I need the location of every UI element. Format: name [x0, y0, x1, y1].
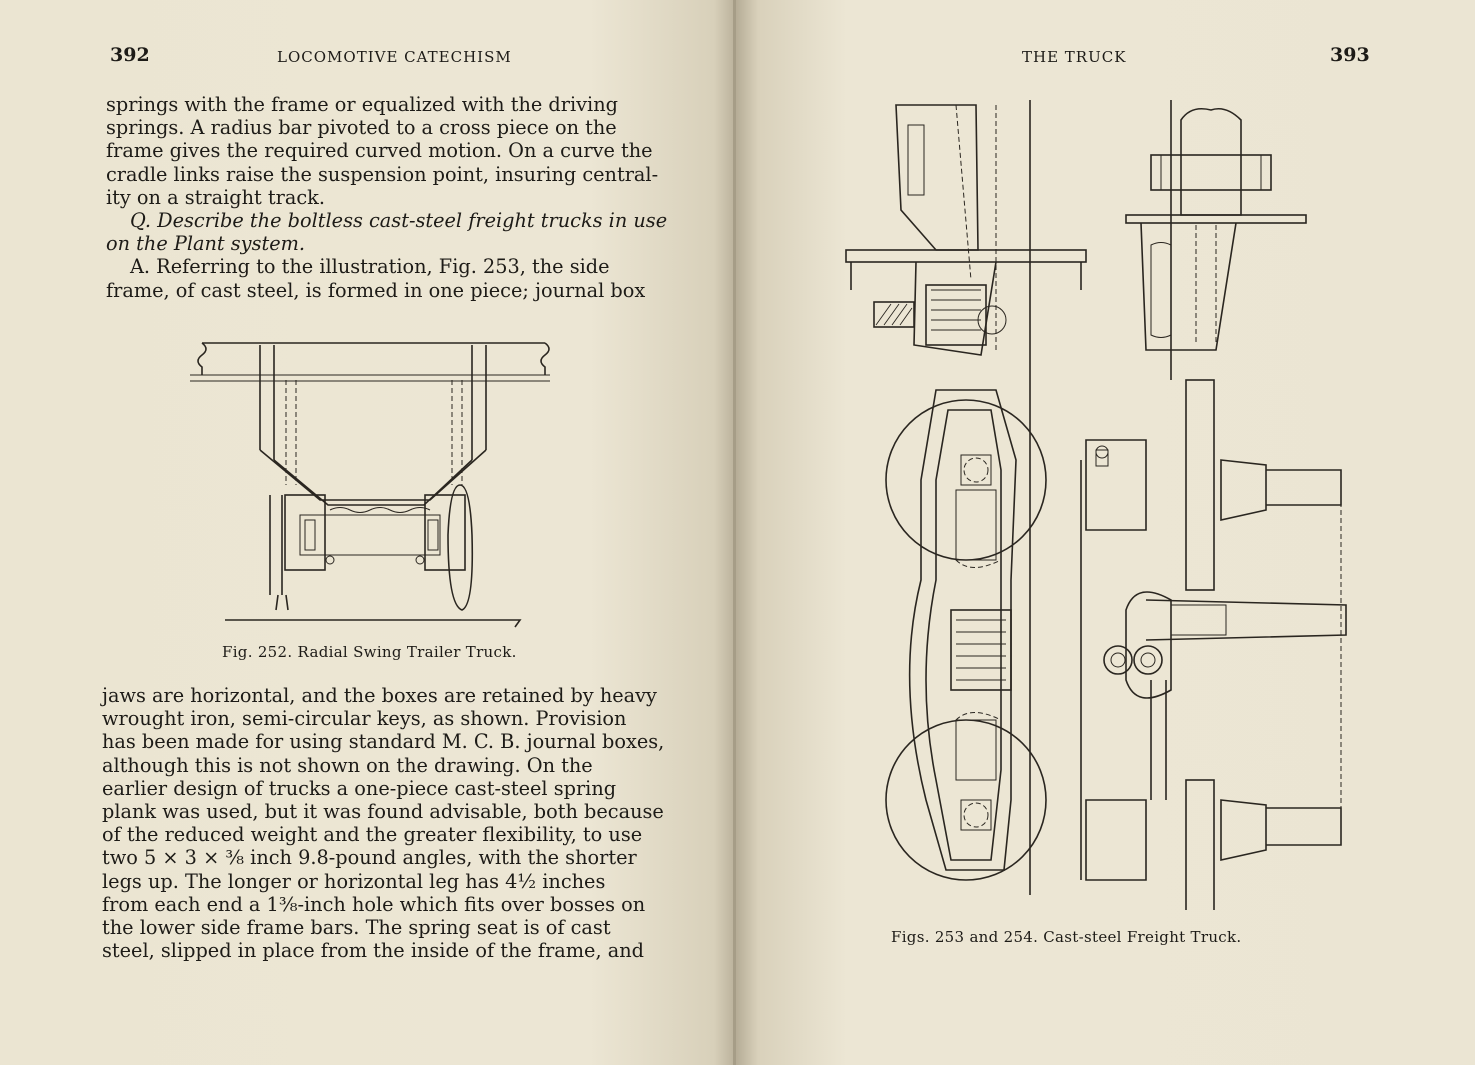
answer-line: frame, of cast steel, is formed in one p…	[106, 278, 646, 302]
text-line: has been made for using standard M. C. B…	[102, 730, 665, 754]
text-line: two 5 ⨯ 3 ⨯ ³⁄₈ inch 9.8-pound angles, w…	[102, 846, 637, 870]
running-head-left: LOCOMOTIVE CATECHISM	[277, 48, 512, 66]
text-line: springs. A radius bar pivoted to a cross…	[106, 116, 617, 140]
page-number-right: 393	[1330, 44, 1370, 66]
text-block-bottom: jaws are horizontal, and the boxes are r…	[102, 684, 674, 962]
text-line: wrought iron, semi-circular keys, as sho…	[102, 707, 627, 731]
figure-caption-252: Fig. 252. Radial Swing Trailer Truck.	[222, 643, 517, 661]
text-line: springs with the frame or equalized with…	[106, 93, 618, 116]
text-line: jaws are horizontal, and the boxes are r…	[102, 684, 657, 707]
fig-253-254-freight-truck-drawing	[845, 100, 1347, 910]
text-line: ity on a straight track.	[106, 185, 325, 209]
text-line: frame gives the required curved motion. …	[106, 139, 653, 163]
right-page: THE TRUCK 393	[736, 0, 1475, 1065]
page-number-left: 392	[110, 44, 150, 66]
running-head-right: THE TRUCK	[1022, 48, 1127, 66]
text-line: steel, slipped in place from the inside …	[102, 939, 644, 963]
text-line: earlier design of trucks a one-piece cas…	[102, 776, 617, 800]
figure-caption-253-254: Figs. 253 and 254. Cast-steel Freight Tr…	[891, 928, 1242, 946]
question-line: Q. Describe the boltless cast-steel frei…	[130, 209, 668, 233]
answer-line: A. Referring to the illustration, Fig. 2…	[130, 255, 610, 279]
text-line: although this is not shown on the drawin…	[102, 753, 593, 777]
text-line: plank was used, but it was found advisab…	[102, 800, 664, 824]
fig-252-trailer-truck-drawing	[190, 342, 550, 628]
question-line: on the Plant system.	[106, 232, 306, 256]
text-block-top: springs with the frame or equalized with…	[106, 93, 678, 302]
text-line: from each end a 1³⁄₈-inch hole which fit…	[102, 892, 646, 916]
left-page: 392 LOCOMOTIVE CATECHISM springs with th…	[0, 0, 736, 1065]
text-line: legs up. The longer or horizontal leg ha…	[102, 869, 606, 893]
text-line: the lower side frame bars. The spring se…	[102, 916, 611, 940]
text-line: cradle links raise the suspension point,…	[106, 162, 659, 186]
text-line: of the reduced weight and the greater fl…	[102, 823, 643, 847]
